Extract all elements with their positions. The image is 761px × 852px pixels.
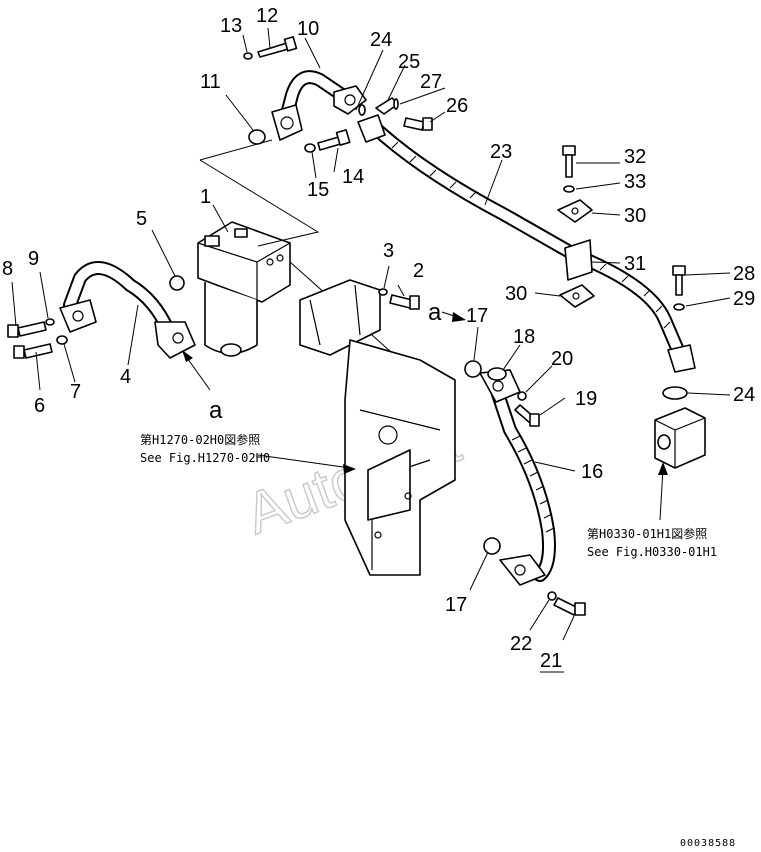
callout-labels: 1 2 3 4 5 6 7 8 9 10 11 12 13 14 15 16 1… <box>2 5 755 672</box>
bolt-part-19 <box>514 404 540 427</box>
bolt-part-28 <box>672 265 686 296</box>
callout-30-upper: 30 <box>624 205 646 227</box>
callout-23: 23 <box>490 141 512 163</box>
callout-24-lower: 24 <box>733 384 755 406</box>
callout-16: 16 <box>581 461 603 483</box>
callout-20: 20 <box>551 348 573 370</box>
fitting-part-18 <box>487 367 507 381</box>
filter-assembly-part-1 <box>197 221 291 357</box>
callout-29: 29 <box>733 288 755 310</box>
ref-note-left-en: See Fig.H1270-02H0 <box>140 451 270 465</box>
o-ring-part-5 <box>169 275 185 291</box>
callout-2: 2 <box>413 260 424 282</box>
washer-part-3 <box>378 288 388 296</box>
callout-17-lower: 17 <box>445 594 467 616</box>
callout-21: 21 <box>540 650 562 672</box>
callout-24-upper: 24 <box>370 29 392 51</box>
callout-15: 15 <box>307 179 329 201</box>
callout-13: 13 <box>220 15 242 37</box>
callout-8: 8 <box>2 258 13 280</box>
clamp-part-30-lower <box>559 284 595 308</box>
bolt-part-6 <box>13 343 53 359</box>
callout-7: 7 <box>70 381 81 403</box>
washer-part-33 <box>563 185 575 193</box>
callout-19: 19 <box>575 388 597 410</box>
washer-part-22 <box>547 591 557 601</box>
o-ring-part-24-upper <box>358 104 366 116</box>
o-ring-part-17-upper <box>464 360 482 378</box>
callout-33: 33 <box>624 171 646 193</box>
bolt-part-2 <box>389 294 420 310</box>
mounting-bracket <box>299 279 456 576</box>
ref-note-right-en: See Fig.H0330-01H1 <box>587 545 717 559</box>
callout-12: 12 <box>256 5 278 27</box>
o-ring-part-17-lower <box>483 537 501 555</box>
reference-note-right: 第H0330-01H1図参照 See Fig.H0330-01H1 <box>587 526 717 559</box>
callout-1: 1 <box>200 186 211 208</box>
reference-note-left: 第H1270-02H0図参照 See Fig.H1270-02H0 <box>140 432 270 465</box>
hose-part-10 <box>271 70 367 141</box>
o-ring-part-11 <box>248 129 266 145</box>
washer-part-29 <box>673 303 685 311</box>
callout-31: 31 <box>624 253 646 275</box>
hose-part-4 <box>59 261 196 359</box>
callout-9: 9 <box>28 248 39 270</box>
callout-25: 25 <box>398 51 420 73</box>
callout-5: 5 <box>136 208 147 230</box>
callout-14: 14 <box>342 166 364 188</box>
reference-arrows <box>182 311 668 521</box>
callout-18: 18 <box>513 326 535 348</box>
o-ring-part-24-lower <box>662 386 688 400</box>
callout-28: 28 <box>733 263 755 285</box>
washer-part-7 <box>56 335 68 345</box>
bolt-part-14 <box>317 129 351 151</box>
bolt-part-21 <box>553 597 586 616</box>
leader-lines <box>11 27 731 641</box>
bolt-part-12 <box>257 36 298 58</box>
callout-22: 22 <box>510 633 532 655</box>
bolt-part-32 <box>562 145 576 178</box>
pin-part-27 <box>393 98 399 110</box>
clamp-part-30-upper <box>557 199 593 223</box>
bolt-part-8 <box>7 321 47 338</box>
clamp-part-31 <box>564 239 593 281</box>
washer-part-9 <box>45 318 55 326</box>
ref-note-left-jp: 第H1270-02H0図参照 <box>140 432 260 447</box>
callout-3: 3 <box>383 240 394 262</box>
callout-4: 4 <box>120 366 131 388</box>
connector-block <box>654 407 706 469</box>
washer-part-13 <box>243 52 253 60</box>
bolt-part-26 <box>403 117 433 131</box>
callout-10: 10 <box>297 18 319 40</box>
document-id: 00038588 <box>680 838 736 849</box>
washer-part-20 <box>517 391 527 401</box>
callout-11: 11 <box>200 71 221 93</box>
callout-32: 32 <box>624 146 646 168</box>
callout-17-upper: 17 <box>466 305 488 327</box>
callout-30-lower: 30 <box>505 283 527 305</box>
washer-part-15 <box>304 143 316 153</box>
hose-part-23 <box>357 114 696 373</box>
callout-27: 27 <box>420 71 442 93</box>
hose-part-16 <box>479 369 556 586</box>
callout-26: 26 <box>446 95 468 117</box>
ref-letter-a-left: a <box>209 397 223 424</box>
callout-6: 6 <box>34 395 45 417</box>
ref-letter-a-right: a <box>428 299 442 326</box>
ref-note-right-jp: 第H0330-01H1図参照 <box>587 526 707 541</box>
